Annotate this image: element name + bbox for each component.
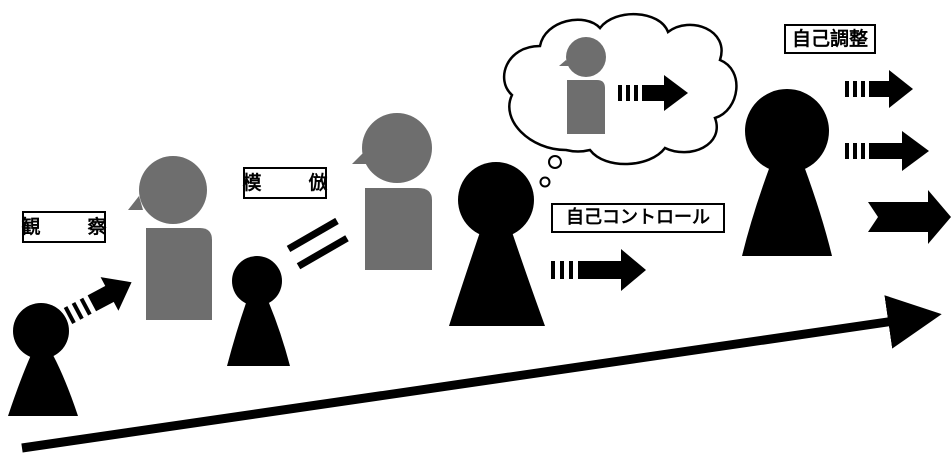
imitator-person-icon	[227, 256, 290, 366]
observer-person-icon	[8, 303, 78, 416]
self-control-stage-label: 自己コントロール	[551, 203, 725, 233]
regulation-arrow-3-icon	[868, 190, 951, 244]
observe-arrow-icon	[63, 277, 132, 324]
regulation-arrow-1-icon	[845, 70, 913, 108]
self-control-arrow-icon	[551, 249, 646, 291]
self-regulation-stage-label: 自己調整	[784, 24, 876, 54]
trend-arrow-icon	[21, 295, 942, 453]
model-person-1-icon	[128, 156, 212, 320]
equals-icon	[286, 217, 349, 270]
imitate-stage-label: 模 倣	[243, 167, 328, 199]
model-person-2-icon	[352, 113, 432, 270]
imagined-action-arrow-icon	[618, 75, 688, 111]
observe-stage-label: 観 察	[22, 211, 107, 243]
self-regulation-person-icon	[742, 89, 832, 256]
imagined-model-person-icon	[559, 37, 606, 134]
self-control-person-icon	[449, 162, 545, 326]
regulation-arrow-2-icon	[845, 131, 929, 171]
